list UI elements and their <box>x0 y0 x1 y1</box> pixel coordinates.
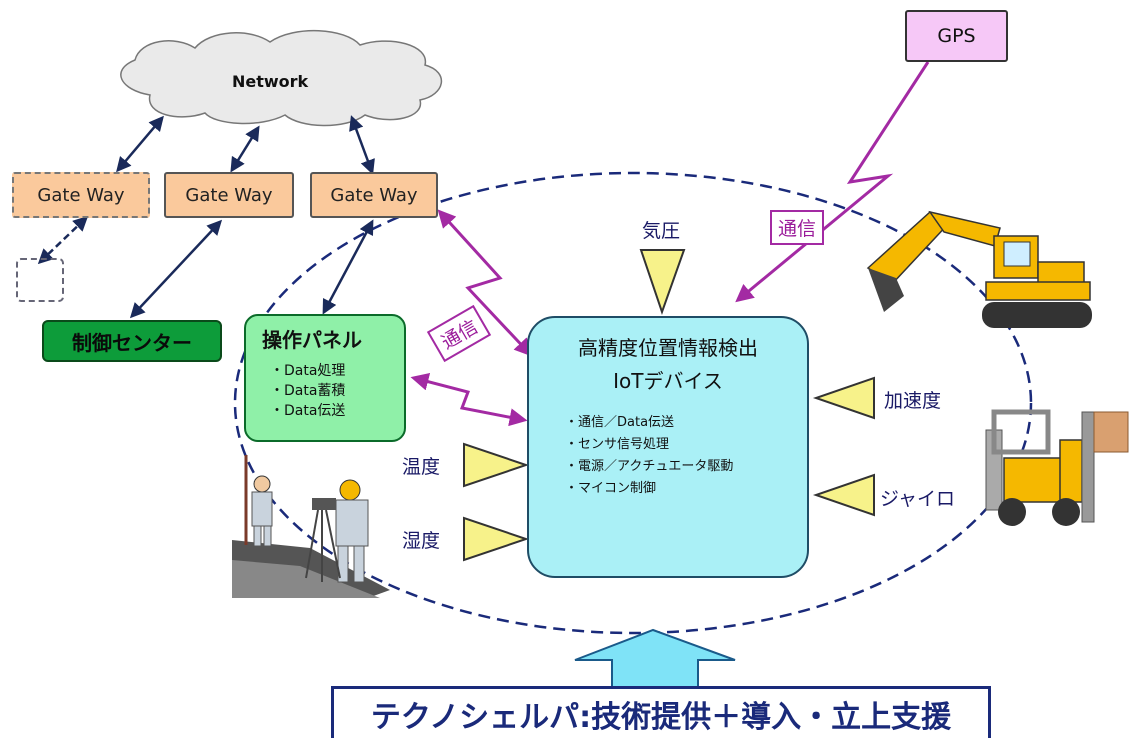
control-center-box: 制御センター <box>42 320 222 362</box>
device-title-line2: IoTデバイス <box>613 369 723 393</box>
control-panel-item: ・Data伝送 <box>270 403 346 419</box>
comm-label-right: 通信 <box>770 210 825 245</box>
temperature-sensor-triangle <box>463 442 530 488</box>
excavator-illustration <box>866 210 1092 328</box>
gateway-label: Gate Way <box>185 184 273 206</box>
control-panel-title: 操作パネル <box>262 328 362 352</box>
humidity-sensor-triangle <box>463 516 530 562</box>
network-label: Network <box>232 72 309 91</box>
support-footer-text: テクノシェルパ:技術提供＋導入・立上支援 <box>370 699 952 735</box>
forklift-illustration <box>985 409 1129 526</box>
pressure-sensor-label: 気圧 <box>642 220 681 242</box>
gateway-label: Gate Way <box>37 184 125 206</box>
placeholder-box <box>16 258 64 302</box>
gateway-box-3: Gate Way <box>310 172 438 218</box>
control-panel-item: ・Data蓄積 <box>270 383 346 399</box>
device-feature-item: ・電源／アクチュエータ駆動 <box>565 459 734 474</box>
gps-box: GPS <box>905 10 1008 62</box>
gyro-sensor-triangle <box>812 473 875 517</box>
gateway-box-1: Gate Way <box>12 172 150 218</box>
device-feature-item: ・センサ信号処理 <box>565 437 670 452</box>
pressure-sensor-triangle <box>639 249 686 316</box>
support-arrow <box>574 628 736 689</box>
gateway-box-2: Gate Way <box>164 172 294 218</box>
network-cloud <box>120 29 443 127</box>
acceleration-sensor-triangle <box>812 376 875 420</box>
device-scope-ellipse <box>233 171 1033 635</box>
device-feature-item: ・通信／Data伝送 <box>565 415 675 430</box>
device-feature-item: ・マイコン制御 <box>565 481 657 496</box>
control-panel-box: 操作パネル ・Data処理 ・Data蓄積 ・Data伝送 <box>244 314 406 442</box>
gyro-sensor-label: ジャイロ <box>880 488 956 510</box>
surveyors-illustration <box>232 455 390 598</box>
humidity-sensor-label: 湿度 <box>402 530 441 552</box>
gateway-label: Gate Way <box>330 184 418 206</box>
device-title-line1: 高精度位置情報検出 <box>578 336 758 360</box>
support-footer-box: テクノシェルパ:技術提供＋導入・立上支援 <box>331 686 991 738</box>
control-panel-item: ・Data処理 <box>270 363 346 379</box>
gps-label: GPS <box>937 25 976 47</box>
iot-device-box: 高精度位置情報検出 IoTデバイス ・通信／Data伝送 ・センサ信号処理 ・電… <box>527 316 809 578</box>
control-center-label: 制御センター <box>72 330 192 355</box>
acceleration-sensor-label: 加速度 <box>884 390 942 412</box>
temperature-sensor-label: 温度 <box>402 456 441 478</box>
